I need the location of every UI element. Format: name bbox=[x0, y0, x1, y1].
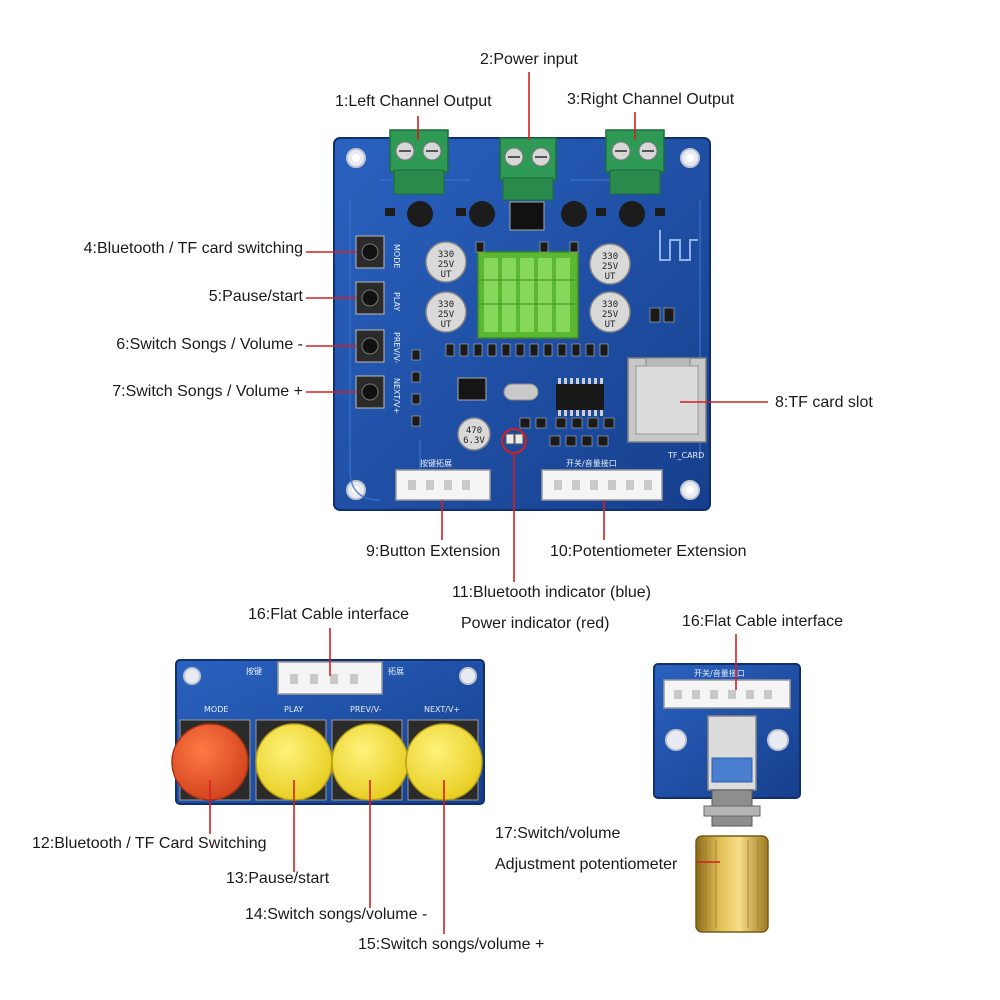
left-channel-terminal bbox=[389, 129, 449, 195]
leader-lines bbox=[209, 72, 768, 934]
main-board: 330 25V UT 330 25V UT 330 25V UT 330 25V… bbox=[333, 129, 711, 511]
board-buttons bbox=[355, 235, 385, 409]
cap-label: 25V bbox=[438, 310, 455, 320]
pot-blue-sticker bbox=[711, 757, 753, 783]
cap-label: UT bbox=[605, 320, 616, 330]
cap-label: UT bbox=[605, 272, 616, 282]
silk-next: NEXT/V+ bbox=[392, 378, 401, 414]
silk-mode: MODE bbox=[392, 244, 401, 268]
capacitors: 330 25V UT 330 25V UT 330 25V UT 330 25V… bbox=[425, 241, 631, 451]
cap-label: 470 bbox=[466, 426, 482, 436]
silk-next-2: NEXT/V+ bbox=[424, 705, 460, 714]
callout-power-input: 2:Power input bbox=[480, 51, 578, 68]
button-board: 按键 拓展 MODE PLAY PREV/V- NEXT/V+ bbox=[171, 659, 485, 805]
silk-prev-2: PREV/V- bbox=[350, 705, 382, 714]
silk-play-2: PLAY bbox=[284, 705, 303, 714]
callout-bt-indicator: 11:Bluetooth indicator (blue) bbox=[452, 584, 651, 601]
cap-label: 330 bbox=[602, 300, 618, 310]
button-silkscreen: MODE PLAY PREV/V- NEXT/V+ bbox=[392, 244, 401, 414]
potentiometer-extension-connector: 开关/音量接口 bbox=[541, 458, 663, 501]
button-extension-connector: 按键拓展 bbox=[395, 458, 491, 501]
silk-pot-ext: 开关/音量接口 bbox=[566, 458, 617, 468]
cap-label: 330 bbox=[438, 250, 454, 260]
silk-left: 按键 bbox=[246, 666, 262, 676]
power-input-terminal bbox=[499, 137, 557, 201]
cap-label: 6.3V bbox=[463, 436, 485, 446]
callout-volume-plus: 7:Switch Songs / Volume + bbox=[112, 383, 303, 400]
cap-label: UT bbox=[441, 270, 452, 280]
callout-bt-tf-switching-2: 12:Bluetooth / TF Card Switching bbox=[32, 835, 267, 852]
silk-pot-title: 开关/音量接口 bbox=[694, 668, 745, 678]
cap-label: 330 bbox=[602, 252, 618, 262]
callout-switch-volume: 17:Switch/volume bbox=[495, 825, 621, 842]
callout-pause-start: 5:Pause/start bbox=[208, 288, 303, 305]
cap-label: 25V bbox=[438, 260, 455, 270]
silk-right: 拓展 bbox=[388, 666, 404, 676]
cap-label: UT bbox=[441, 320, 452, 330]
callout-right-channel: 3:Right Channel Output bbox=[567, 91, 735, 108]
antenna-trace bbox=[659, 230, 698, 261]
cap-label: 330 bbox=[438, 300, 454, 310]
callout-left-channel: 1:Left Channel Output bbox=[335, 93, 492, 110]
main-ic bbox=[457, 377, 604, 416]
callout-volume-minus: 6:Switch Songs / Volume - bbox=[116, 336, 303, 353]
callout-adjustment-pot: Adjustment potentiometer bbox=[495, 856, 678, 873]
callout-tf-slot: 8:TF card slot bbox=[775, 394, 873, 411]
callout-pot-extension: 10:Potentiometer Extension bbox=[550, 543, 747, 560]
callout-button-extension: 9:Button Extension bbox=[366, 543, 501, 560]
silk-mode-2: MODE bbox=[204, 705, 228, 714]
cap-label: 25V bbox=[602, 262, 619, 272]
silk-play: PLAY bbox=[392, 292, 401, 311]
callout-volume-plus-2: 15:Switch songs/volume + bbox=[358, 936, 545, 953]
smd-parts bbox=[411, 241, 675, 447]
cap-label: 25V bbox=[602, 310, 619, 320]
inductors bbox=[385, 201, 665, 231]
callout-bt-tf-switch: 4:Bluetooth / TF card switching bbox=[83, 240, 303, 257]
silk-tf-card: TF_CARD bbox=[667, 451, 704, 460]
callout-flat-cable-1: 16:Flat Cable interface bbox=[248, 606, 409, 623]
callout-pause-start-2: 13:Pause/start bbox=[226, 870, 330, 887]
potentiometer-board: 开关/音量接口 bbox=[653, 663, 801, 933]
callout-volume-minus-2: 14:Switch songs/volume - bbox=[245, 906, 428, 923]
silk-prev: PREV/V- bbox=[392, 332, 401, 364]
tf-card-slot: TF_CARD bbox=[627, 357, 707, 460]
callout-power-indicator: Power indicator (red) bbox=[461, 615, 610, 632]
silk-button-ext: 按键拓展 bbox=[420, 458, 452, 468]
callout-flat-cable-2: 16:Flat Cable interface bbox=[682, 613, 843, 630]
brass-knob bbox=[695, 835, 769, 933]
heatsink bbox=[477, 251, 579, 339]
